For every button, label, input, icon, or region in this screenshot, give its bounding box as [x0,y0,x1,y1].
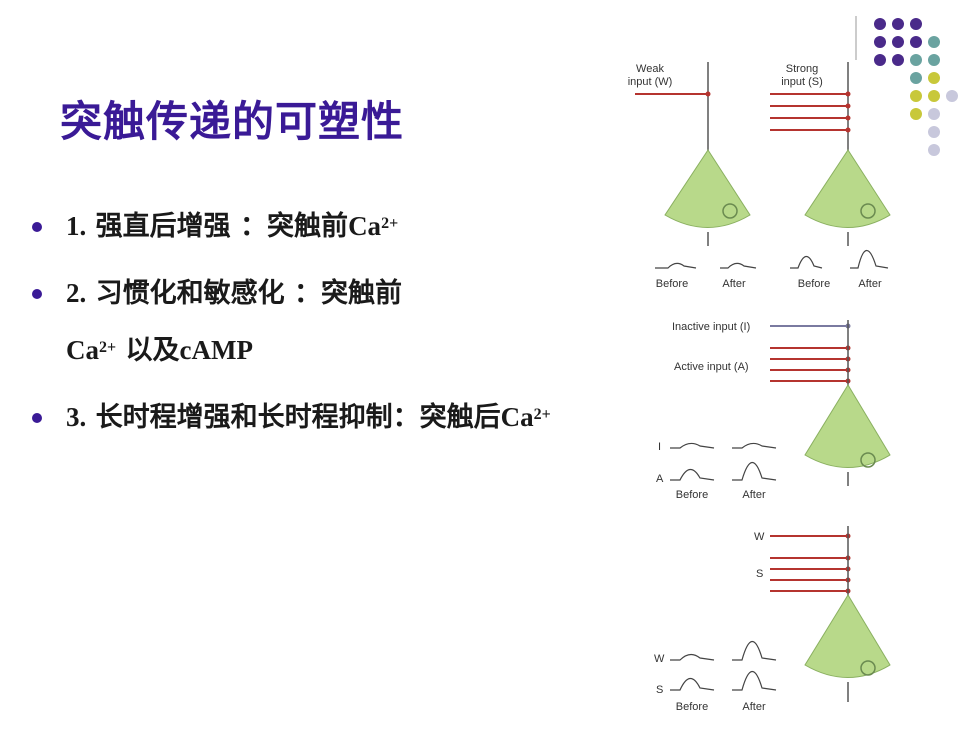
label-s-trace: S [656,684,663,696]
bullet-text: 习惯化和敏感化 ：突触前 [95,278,403,309]
bullet-ion-charge: 2+ [381,215,399,232]
bullet-dot [32,222,42,232]
bullet-camp: cAMP [179,335,253,365]
label-weak-input: input (W) [628,76,673,88]
panel-inactive-active: Inactive input (I) Active input (A) I A … [656,320,891,501]
bullet-item-3: 3. 长时程增强和长时程抑制：突触后Ca2+ [32,389,606,446]
label-after: After [722,278,746,290]
bullet-ion: Ca [348,211,382,241]
label-before: Before [676,701,708,713]
label-i: I [658,441,661,453]
label-before: Before [676,489,708,501]
label-inactive-input: Inactive input (I) [672,321,750,333]
slide-title: 突触传递的可塑性 [60,97,405,146]
label-s: S [756,568,763,580]
label-after: After [742,701,766,713]
label-w-trace: W [654,653,665,665]
label-after: After [742,489,766,501]
label-a: A [656,473,664,485]
label-active-input: Active input (A) [674,361,749,373]
bullet-number: 3. [66,402,87,432]
panel-weak-strong: Weak input (W) Strong input (S) Before A… [628,62,891,290]
label-strong-input: input (S) [781,76,823,88]
bullet-text-2: 以及 [125,335,180,366]
bullet-item-1: 1. 强直后增强 ：突触前Ca2+ [32,198,592,255]
bullet-number: 2. [66,278,87,308]
bullet-item-2: 2. 习惯化和敏感化 ：突触前 Ca2+ 以及cAMP [32,265,592,379]
bullet-list: 1. 强直后增强 ：突触前Ca2+ 2. 习惯化和敏感化 ：突触前 Ca2+ 以… [32,198,592,456]
synaptic-plasticity-figure: Weak input (W) Strong input (S) Before A… [628,62,891,713]
bullet-ion: Ca [500,402,534,432]
bullet-dot [32,289,42,299]
bullet-ion: Ca [66,335,99,365]
bullet-ion-charge: 2+ [533,406,551,423]
decorative-dots [855,16,958,156]
bullet-ion-charge: 2+ [99,339,117,356]
bullet-text: 强直后增强 ：突触前 [95,211,349,242]
bullet-text: 长时程增强和长时程抑制：突触后 [95,402,501,433]
label-before: Before [656,278,688,290]
bullet-dot [32,413,42,423]
bullet-number: 1. [66,211,87,241]
label-before: Before [798,278,830,290]
label-weak: Weak [636,63,664,75]
label-after: After [858,278,882,290]
panel-w-s: W S W S Before After [654,526,891,713]
label-strong: Strong [786,63,818,75]
label-w: W [754,531,765,543]
